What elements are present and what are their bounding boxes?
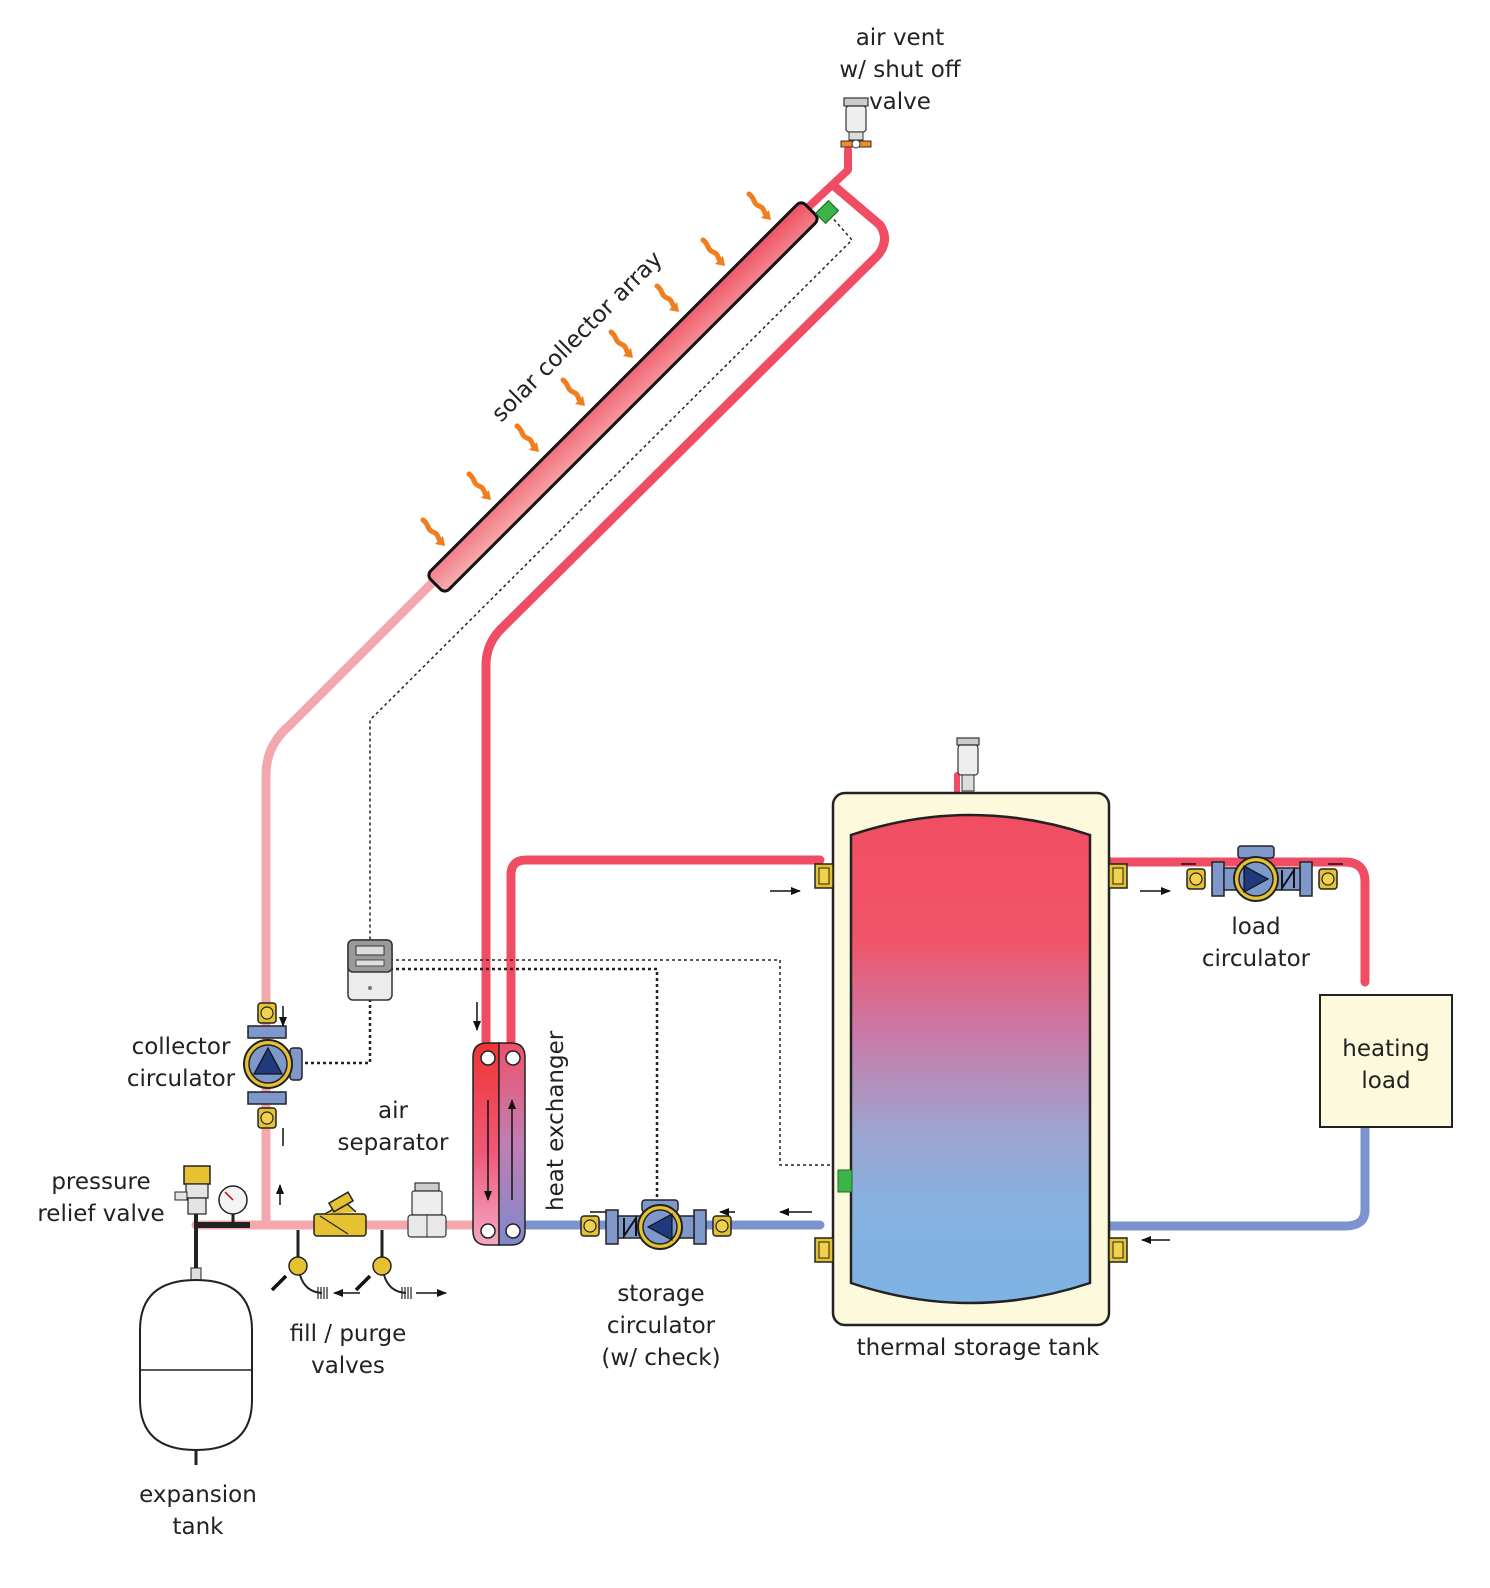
collector-circulator-label-1: collector [132, 1034, 231, 1060]
load-circulator-label-2: circulator [1202, 946, 1311, 972]
storage-pump-wire [390, 967, 659, 1205]
heat-exchanger-label: heat exchanger [543, 1030, 569, 1211]
heating-load [1319, 994, 1453, 1128]
fill-purge-valve-2 [354, 1230, 447, 1299]
hx-to-tank-hot-pipe [506, 855, 825, 1050]
thermal-storage-tank-label: thermal storage tank [857, 1335, 1100, 1361]
air-separator-label-2: separator [338, 1130, 449, 1156]
tank-air-vent [956, 737, 980, 792]
air-separator [407, 1182, 447, 1238]
load-circulator-label-1: load [1231, 914, 1280, 940]
tank-fitting [814, 863, 834, 889]
collector-sensor-wire [369, 214, 854, 940]
sun-arrow-icon [563, 380, 585, 406]
air-vent-label-2: w/ shut off [839, 57, 961, 83]
hot-supply-pipe [481, 180, 889, 1050]
sun-arrow-icon [749, 194, 771, 220]
sun-arrow-icon [469, 474, 491, 500]
tank-fitting [1108, 863, 1128, 889]
storage-circulator-label-1: storage [617, 1281, 704, 1307]
load-circulator [1186, 845, 1338, 902]
thermal-storage-tank [814, 791, 1128, 1327]
load-supply-pipe [1075, 857, 1370, 987]
sun-arrow-icon [423, 520, 445, 546]
air-separator-label-1: air [378, 1098, 408, 1124]
pressure-relief-label-2: relief valve [37, 1201, 164, 1227]
load-return-pipe [1075, 1105, 1370, 1231]
collector-outlet-pipe [796, 146, 852, 219]
air-vent-label-1: air vent [856, 25, 945, 51]
pressure-relief-valve [174, 1165, 211, 1215]
pressure-gauge [218, 1185, 248, 1225]
tank-sensor-wire [390, 959, 833, 1166]
tank-fitting [814, 1237, 834, 1263]
storage-circulator-label-3: (w/ check) [601, 1345, 720, 1371]
expansion-tank-label-1: expansion [139, 1482, 257, 1508]
heating-load-label-1: heating [1342, 1036, 1429, 1062]
storage-circulator [580, 1199, 732, 1250]
fill-purge-label-1: fill / purge [290, 1321, 407, 1347]
solar-collector-array: solar collector array [423, 194, 840, 593]
storage-circulator-label-2: circulator [607, 1313, 716, 1339]
y-strainer [313, 1191, 367, 1237]
pressure-relief-label-1: pressure [51, 1169, 150, 1195]
heat-exchanger [472, 1042, 526, 1246]
expansion-tank [139, 1267, 253, 1465]
air-vent-top [840, 97, 872, 149]
fill-purge-label-2: valves [311, 1353, 385, 1379]
sun-arrow-icon [517, 426, 539, 452]
tank-fitting [1108, 1237, 1128, 1263]
sun-arrow-icon [611, 332, 633, 358]
fill-purge-valve-1 [270, 1230, 360, 1299]
air-vent-label-3: valve [869, 89, 931, 115]
sun-arrow-icon [657, 286, 679, 312]
solar-controller [347, 939, 393, 1001]
tank-sensor [837, 1169, 853, 1193]
heating-load-label-2: load [1361, 1068, 1410, 1094]
collector-sensor [814, 199, 840, 225]
collector-circulator [243, 1002, 303, 1129]
sun-arrow-icon [703, 240, 725, 266]
pump-control-wire [300, 975, 372, 1065]
expansion-tank-label-2: tank [172, 1514, 224, 1540]
control-wiring [300, 214, 854, 1205]
collector-circulator-label-2: circulator [127, 1066, 236, 1092]
collector-return-pipe [261, 570, 445, 1230]
